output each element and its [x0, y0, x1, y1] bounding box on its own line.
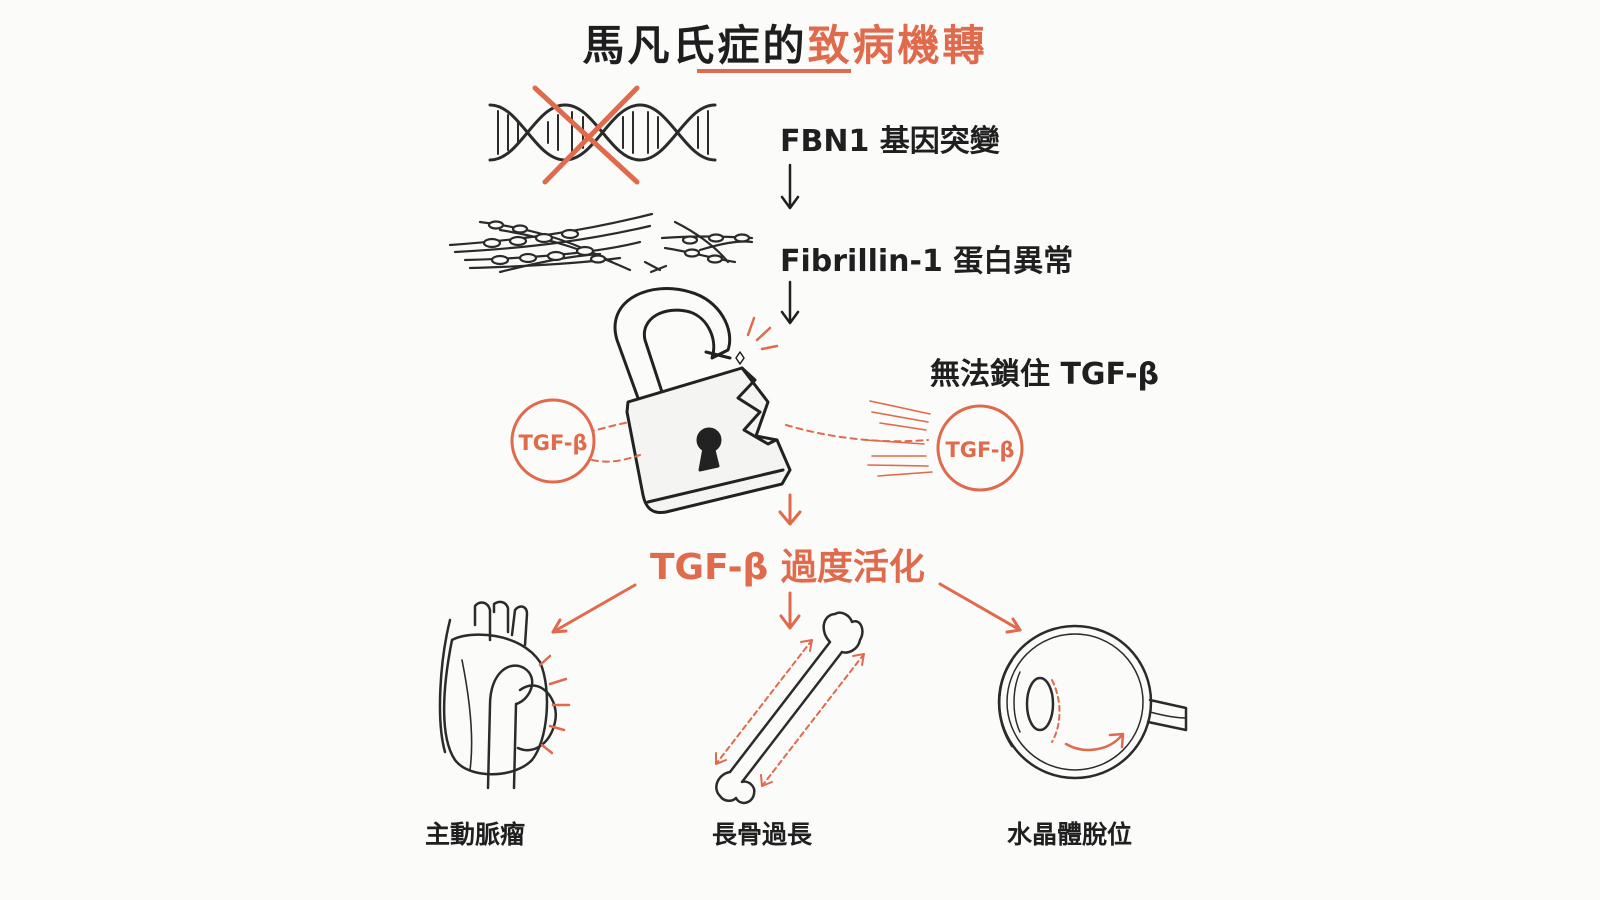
bone-length-arrows — [715, 639, 865, 787]
step-gene-mutation: FBN1 基因突變 — [780, 124, 1000, 159]
outcome-lens-dislocation: 水晶體脫位 — [1007, 820, 1133, 849]
heart-pulse-lines — [538, 654, 571, 755]
outcome-aortic-aneurysm: 主動脈瘤 — [425, 820, 526, 849]
title-part-2-highlight: 致病機轉 — [807, 21, 988, 70]
outcome-bone-overgrowth: 長骨過長 — [712, 820, 813, 849]
long-bone-icon — [715, 611, 864, 805]
flow-arrows — [780, 163, 800, 325]
crack-spark-icon — [735, 316, 779, 365]
lens-dislocation-arrow — [1051, 679, 1125, 752]
tgf-beta-label-left: TGF-β — [518, 431, 587, 455]
page-title: 馬凡氏症的致病機轉 — [0, 12, 1570, 73]
step-cannot-lock: 無法鎖住 TGF-β — [930, 357, 1160, 392]
fibrillin-fibers-icon — [448, 212, 754, 274]
bone-length-arrowheads — [715, 639, 865, 787]
tgf-beta-bubble-right: TGF-β — [936, 404, 1024, 492]
aorta-heart-icon — [438, 600, 558, 790]
title-part-1: 馬凡氏症的 — [582, 21, 808, 70]
eye-cross-section-icon — [997, 624, 1188, 780]
step-tgf-overactivation: TGF-β 過度活化 — [650, 547, 925, 588]
broken-padlock-icon — [613, 287, 792, 515]
orange-arrows — [551, 493, 1022, 634]
tgf-beta-label-right: TGF-β — [945, 438, 1014, 462]
cross-mark-icon — [532, 85, 640, 185]
step-protein-abnormal: Fibrillin-1 蛋白異常 — [780, 244, 1074, 279]
title-underline — [697, 69, 851, 73]
tgf-beta-bubble-left: TGF-β — [510, 398, 596, 484]
motion-lines — [865, 400, 933, 477]
